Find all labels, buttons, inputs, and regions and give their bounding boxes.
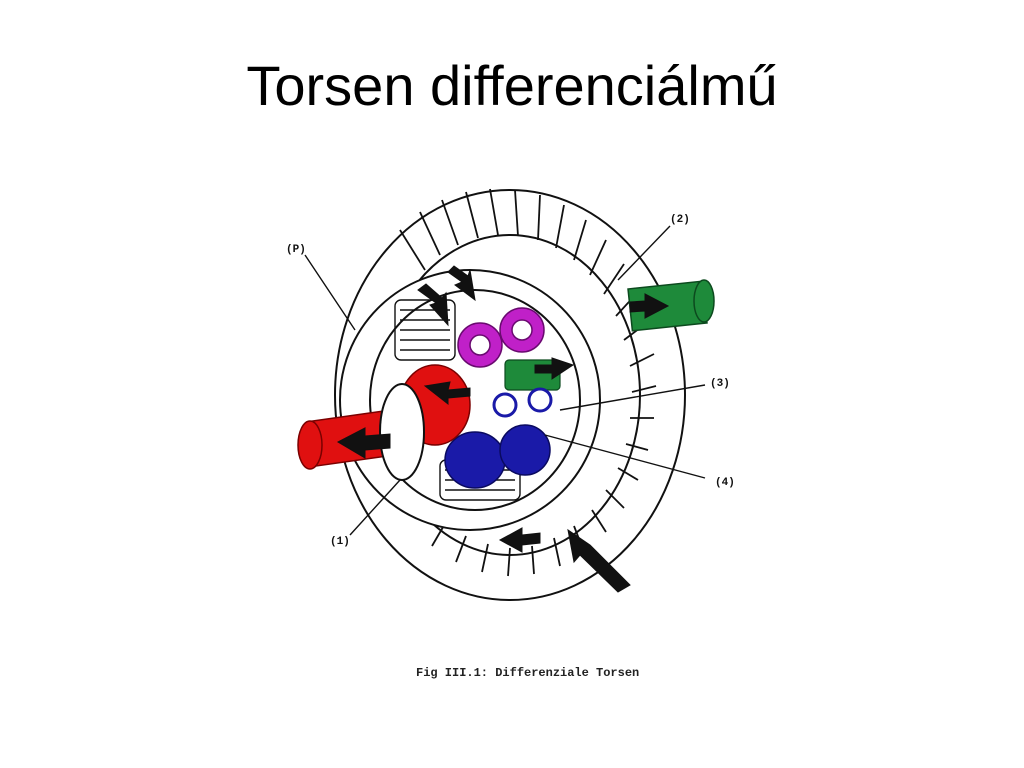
red-left-axle: [297, 364, 471, 481]
label-1: (1): [330, 536, 350, 548]
label-4: (4): [715, 477, 735, 489]
slide-title: Torsen differenciálmű: [246, 54, 778, 117]
leader-lines: [304, 225, 706, 536]
torsen-differential-drawing: (P) (2) (3) (4) (1): [286, 160, 735, 630]
label-p: (P): [286, 244, 306, 256]
label-2: (2): [670, 214, 690, 226]
magenta-gears: [457, 307, 545, 368]
figure-caption: Fig III.1: Differenziale Torsen: [416, 666, 640, 680]
label-3: (3): [710, 378, 730, 390]
torque-arrows: [336, 265, 670, 593]
blue-gears: [444, 387, 553, 489]
